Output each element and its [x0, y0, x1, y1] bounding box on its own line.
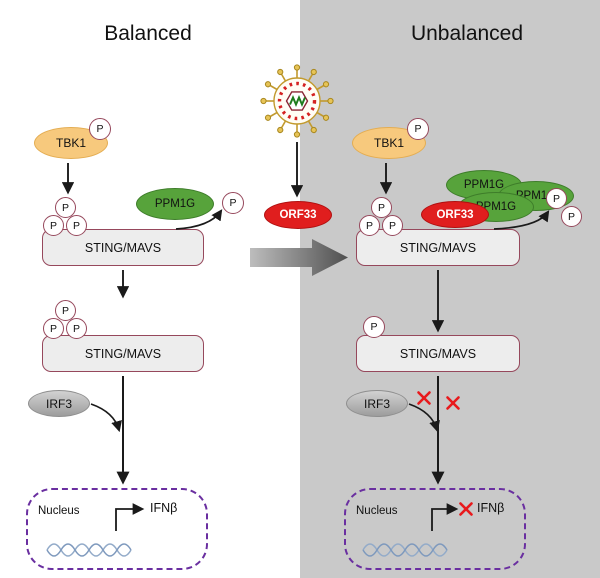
sting-mavs-box-2-right: STING/MAVS — [356, 335, 520, 372]
title-unbalanced: Unbalanced — [410, 22, 524, 45]
phosphate-badge: P — [382, 215, 403, 236]
virus-icon — [260, 64, 334, 138]
viral-genome-icon — [289, 94, 306, 108]
phosphate-badge: P — [359, 215, 380, 236]
orf33-oval-center: ORF33 — [264, 201, 332, 229]
nucleus-label-right: Nucleus — [356, 505, 398, 517]
irf3-oval-right: IRF3 — [346, 390, 408, 417]
phosphate-badge: P — [66, 215, 87, 236]
ifnb-label-right: IFNβ — [477, 501, 505, 515]
unbalanced-panel-background — [300, 0, 600, 578]
phosphate-badge: P — [407, 118, 429, 140]
arrow-irf3-left — [90, 403, 122, 433]
sting-mavs-box-2-left: STING/MAVS — [42, 335, 204, 372]
phosphate-badge: P — [371, 197, 392, 218]
title-balanced: Balanced — [104, 22, 192, 45]
nucleus-left — [26, 488, 208, 570]
dna-helix-icon — [362, 543, 448, 557]
released-phosphate-right-2: P — [561, 206, 582, 227]
nucleus-label-left: Nucleus — [38, 505, 80, 517]
irf3-oval-left: IRF3 — [28, 390, 90, 417]
ppm1g-oval-left: PPM1G — [136, 188, 214, 220]
dna-helix-icon — [46, 543, 132, 557]
phosphate-badge: P — [66, 318, 87, 339]
phosphate-badge: P — [43, 215, 64, 236]
orf33-oval-right: ORF33 — [421, 201, 489, 228]
nucleus-right — [344, 488, 526, 570]
released-phosphate-right-1: P — [546, 188, 567, 209]
phosphate-badge: P — [55, 197, 76, 218]
phosphate-badge: P — [363, 316, 385, 338]
phosphate-badge: P — [89, 118, 111, 140]
sting-mavs-box-1-right: STING/MAVS — [356, 229, 520, 266]
released-phosphate-left: P — [222, 192, 244, 214]
sting-mavs-box-1-left: STING/MAVS — [42, 229, 204, 266]
phosphate-badge: P — [55, 300, 76, 321]
ifnb-label-left: IFNβ — [150, 501, 178, 515]
phosphate-badge: P — [43, 318, 64, 339]
